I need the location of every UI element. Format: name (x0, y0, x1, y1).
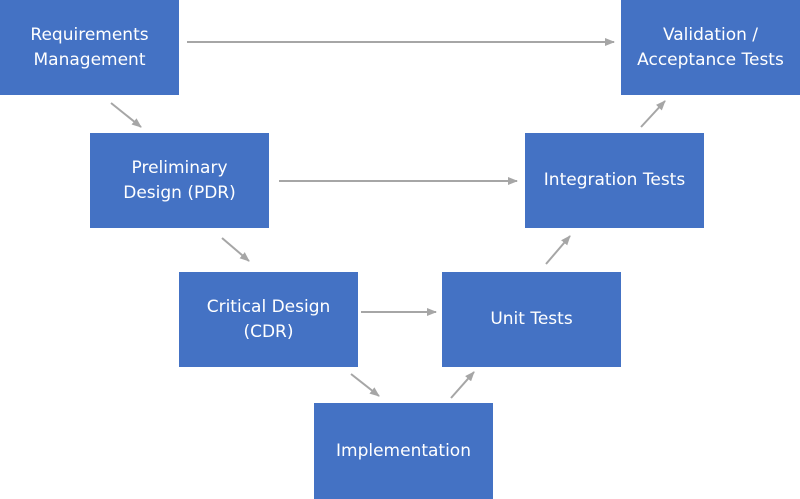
integration-tests-box: Integration Tests (525, 133, 704, 228)
unit-tests-box: Unit Tests (442, 272, 621, 367)
requirements-management-label-line1: Requirements (30, 24, 149, 45)
preliminary-design-label-line1: Preliminary (131, 157, 228, 178)
arrow-implementation-to-unit (450, 371, 475, 399)
critical-design-box: Critical Design (CDR) (179, 272, 358, 367)
preliminary-design-box: Preliminary Design (PDR) (90, 133, 269, 228)
arrow-critical-to-implementation (350, 373, 380, 397)
arrow-preliminary-to-critical (221, 237, 250, 262)
critical-design-label-line2: (CDR) (243, 321, 294, 342)
arrow-requirements-to-preliminary (110, 102, 142, 128)
unit-tests-label: Unit Tests (490, 309, 573, 329)
implementation-box: Implementation (314, 403, 493, 499)
validation-acceptance-label-line1: Validation / (662, 24, 759, 45)
validation-acceptance-label-line2: Acceptance Tests (637, 49, 784, 70)
integration-tests-label: Integration Tests (543, 170, 686, 190)
implementation-label: Implementation (336, 440, 471, 461)
arrow-integration-to-validation (640, 100, 666, 128)
critical-design-label-line1: Critical Design (206, 296, 331, 317)
arrow-unit-to-integration (545, 235, 571, 265)
requirements-management-label-line2: Management (33, 49, 146, 70)
preliminary-design-label-line2: Design (PDR) (123, 182, 236, 203)
validation-acceptance-box: Validation / Acceptance Tests (621, 0, 800, 95)
requirements-management-box: Requirements Management (0, 0, 179, 95)
